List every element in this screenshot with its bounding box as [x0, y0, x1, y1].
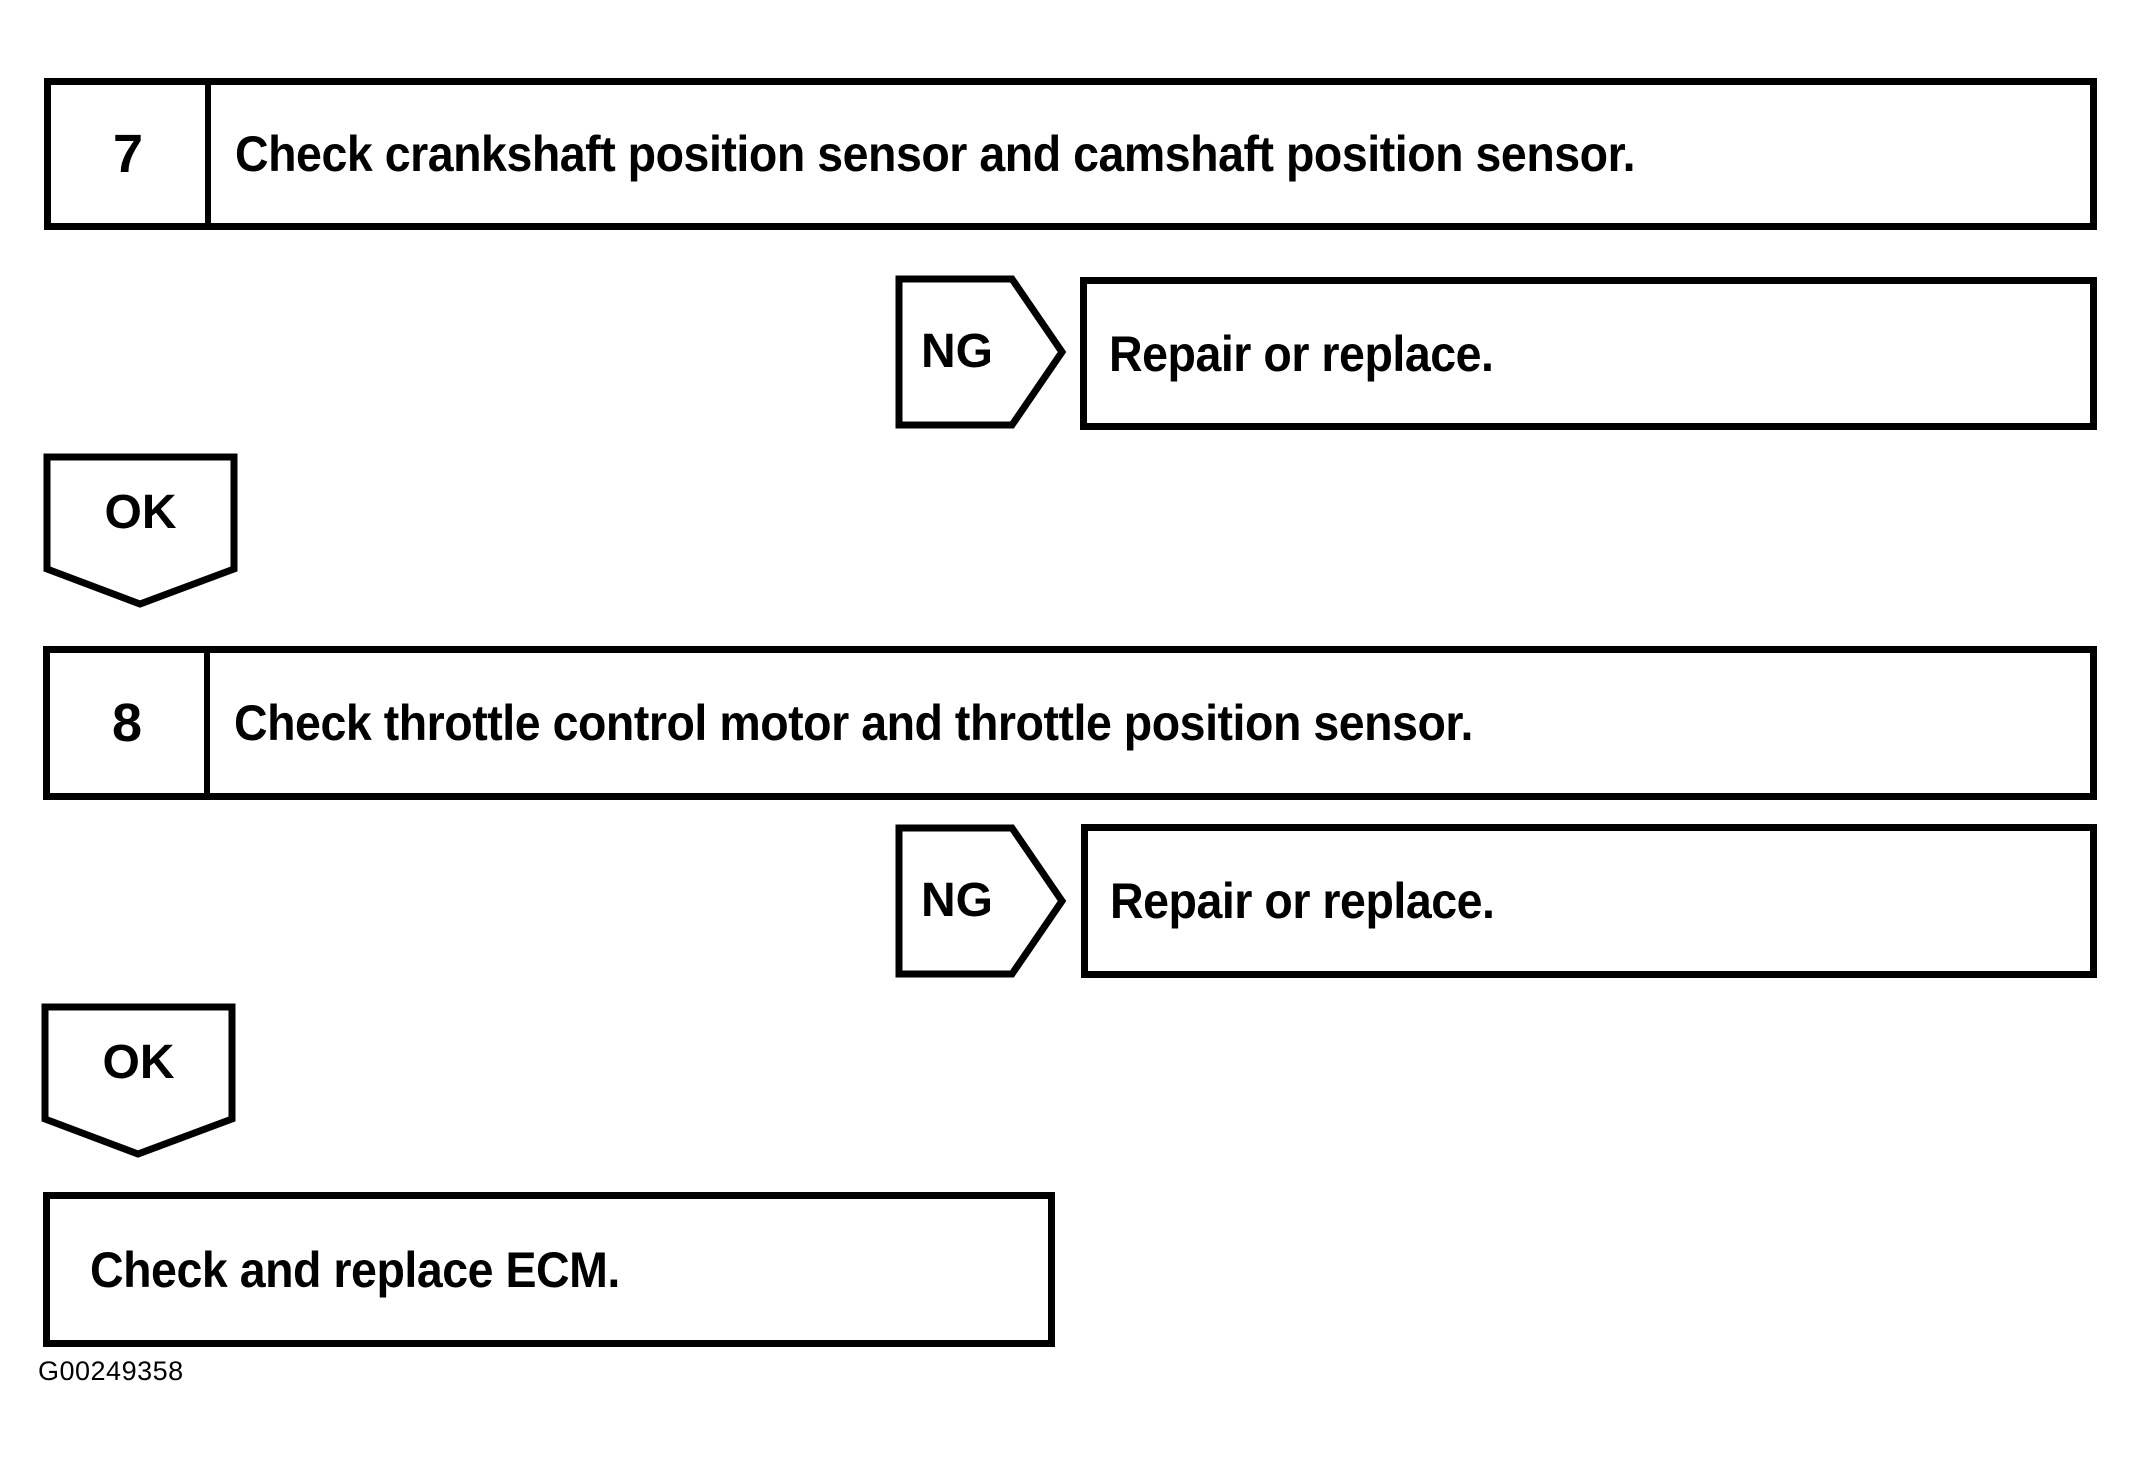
ng-action-box-1: Repair or replace. [1080, 277, 2097, 430]
ok-pentagon-icon [41, 1003, 236, 1158]
step-instruction-8: Check throttle control motor and throttl… [234, 695, 1473, 751]
ok-pentagon-icon [43, 453, 238, 608]
ng-action-text-2: Repair or replace. [1110, 873, 1495, 929]
step-number-7: 7 [112, 124, 144, 184]
final-action-text: Check and replace ECM. [90, 1241, 620, 1298]
ok-label: OK [104, 486, 177, 539]
ng-pentagon-icon [895, 275, 1067, 429]
ng-connector-2: NG [895, 824, 1067, 978]
ng-action-box-2: Repair or replace. [1081, 824, 2097, 978]
final-action-box: Check and replace ECM. [43, 1192, 1055, 1347]
ng-action-text-1: Repair or replace. [1109, 325, 1494, 382]
ng-label: NG [921, 325, 993, 378]
step-instruction-7: Check crankshaft position sensor and cam… [235, 126, 1636, 182]
step-box-8: 8 Check throttle control motor and throt… [43, 646, 2097, 800]
ok-connector-1: OK [43, 453, 238, 609]
step-number-8: 8 [111, 693, 143, 753]
step-text-cell-8: Check throttle control motor and throttl… [210, 698, 2090, 748]
ok-connector-2: OK [41, 1003, 236, 1159]
ng-connector-1: NG [895, 275, 1067, 429]
step-number-cell-8: 8 [50, 653, 210, 793]
ng-label: NG [921, 874, 993, 927]
step-box-7: 7 Check crankshaft position sensor and c… [44, 78, 2097, 230]
figure-code: G00249358 [38, 1356, 184, 1386]
step-text-cell-7: Check crankshaft position sensor and cam… [211, 129, 2090, 179]
step-number-cell-7: 7 [51, 85, 211, 223]
ng-pentagon-icon [895, 824, 1067, 978]
ok-label: OK [102, 1036, 175, 1089]
